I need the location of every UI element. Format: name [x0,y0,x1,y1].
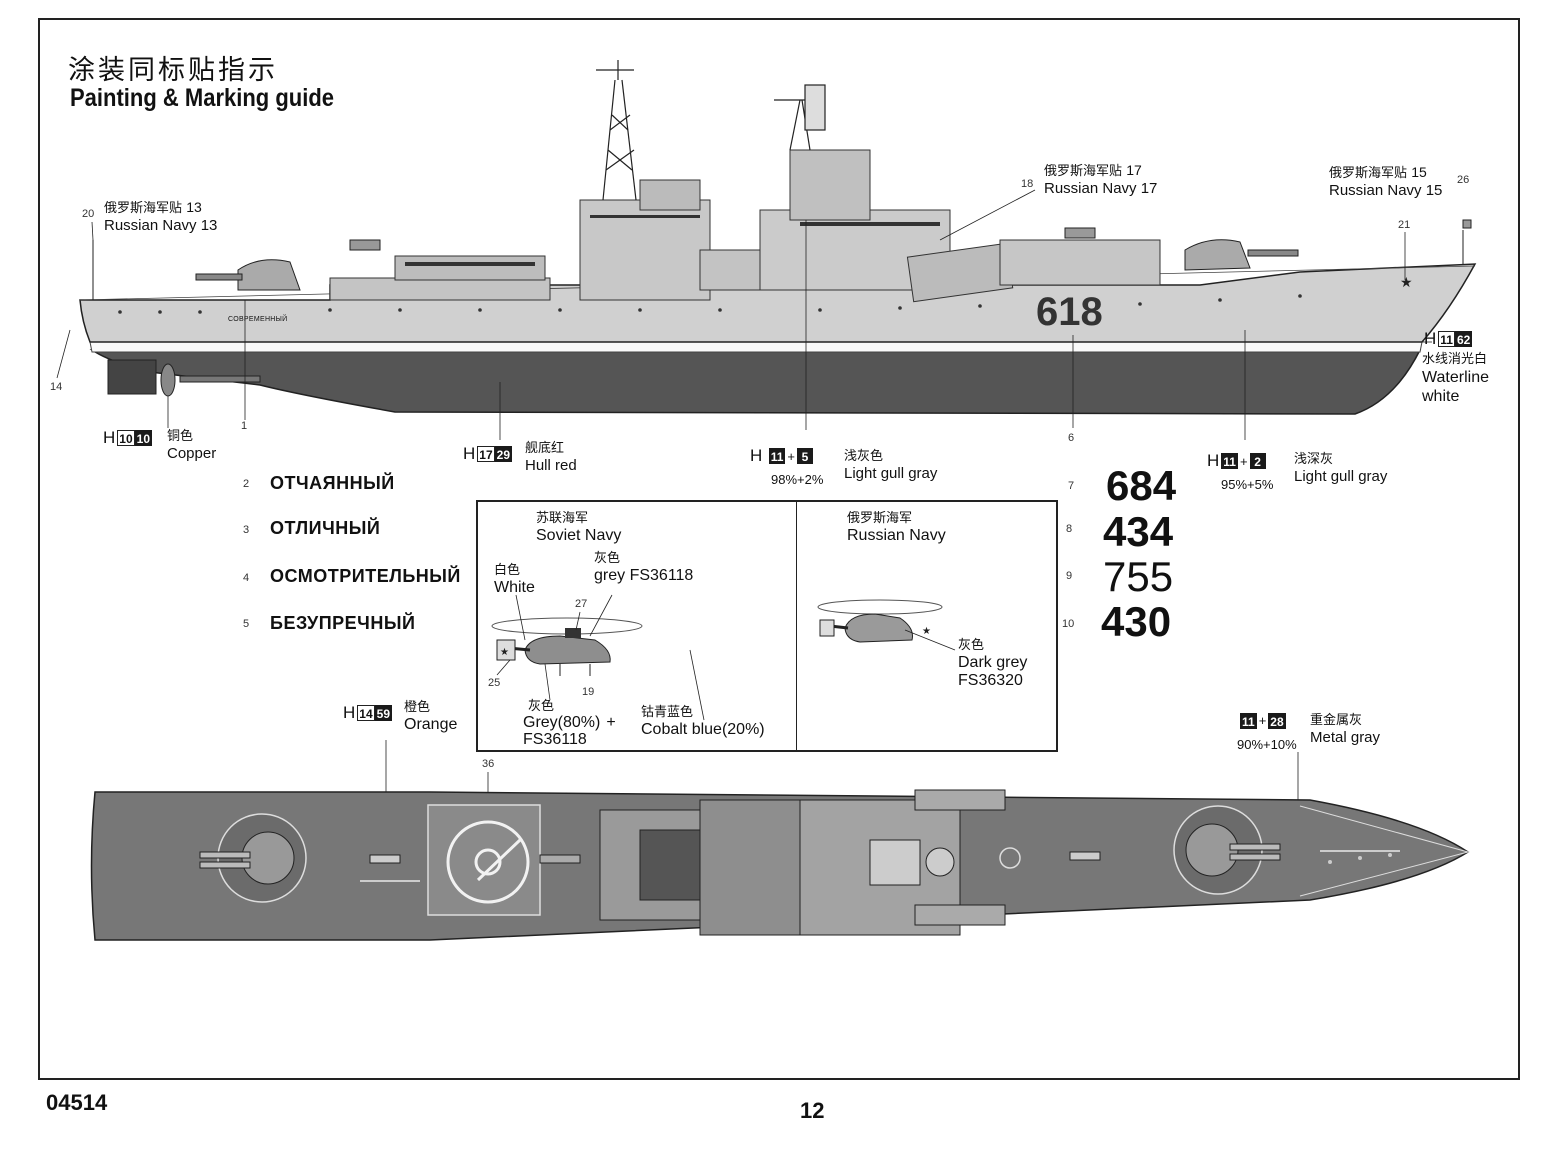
hull-number-callout: 8 [1066,523,1073,535]
hull-number-value: 434 [1103,508,1174,555]
svg-text:★: ★ [922,626,931,637]
title-chinese: 涂装同标贴指示 [68,55,278,85]
russian-helicopter: ★ [817,599,956,651]
grey-paint-label: 灰色 grey FS36118 [594,550,694,584]
paint-light-gull-2-name: 浅深灰 Light gull gray [1294,451,1388,485]
hull-number-callout: 10 [1062,618,1075,630]
paint-code-box: 62 [1454,331,1473,347]
paint-code-box: 14 [357,705,375,721]
callout-25: 25 [488,677,501,689]
ship-name: ОСМОТРИТЕЛЬНЫЙ [270,566,461,586]
callout-19: 19 [582,686,595,698]
hull-number-value: 755 [1103,553,1174,600]
paint-waterline-name: 水线消光白 Waterline white [1422,351,1489,405]
dark-grey-label: 灰色 Dark grey FS36320 [958,637,1028,689]
callout-21: 21 [1398,219,1411,231]
paint-hull-red-name: 舰底红 Hull red [525,440,577,474]
helicopter-inset-box [476,500,1058,752]
paint-metal-gray: 11+28 [1240,712,1286,729]
page-frame [38,18,1520,1080]
paint-code-box: 5 [797,448,814,464]
cobalt-blue-label: 钴青蓝色 Cobalt blue(20%) [641,704,765,738]
hull-number-callout: 9 [1066,570,1073,582]
russian-navy-label: 俄罗斯海军 Russian Navy [847,510,946,544]
white-paint-label: 白色 White [494,562,535,596]
hull-number-callout: 7 [1068,480,1075,492]
paint-metal-gray-ratio: 90%+10% [1237,737,1297,752]
title-english: Painting & Marking guide [70,84,335,112]
paint-orange-name: 橙色 Orange [404,699,458,733]
inset-divider [796,500,797,752]
side-profile-ship: ★ [79,60,1477,415]
paint-light-gull-1-ratio: 98%+2% [771,472,824,487]
soviet-navy-label: 苏联海军 Soviet Navy [536,510,622,544]
hull-number-value: 684 [1106,462,1177,509]
soviet-helicopter: ★ [491,594,705,721]
ship-name: ОТЧАЯННЫЙ [270,473,395,493]
paint-light-gull-1: H 11+5 [750,446,814,466]
paint-code-box: 28 [1268,712,1286,729]
hull-number-value: 430 [1101,598,1172,645]
svg-text:★: ★ [500,647,509,658]
svg-text:★: ★ [1400,274,1413,290]
paint-code-box: 11 [768,448,786,464]
ship-name: БЕЗУПРЕЧНЫЙ [270,613,416,633]
top-view-ship [90,789,1470,941]
paint-code-box: 2 [1249,453,1266,469]
paint-code-box: 10 [117,430,135,446]
paint-copper-name: 铜色 Copper [167,428,217,462]
callout-1: 1 [241,420,248,432]
ship-name-num: 5 [243,618,250,630]
ship-name: ОТЛИЧНЫЙ [270,518,381,538]
hull-name-text: СОВРЕМЕННЫЙ [228,316,288,323]
callout-26: 26 [1457,174,1470,186]
ship-name-num: 2 [243,478,250,490]
callout-20: 20 [82,208,95,220]
paint-code-box: 10 [134,430,152,446]
paint-light-gull-2-ratio: 95%+5% [1221,477,1274,492]
product-code: 04514 [46,1090,108,1115]
paint-code-box: 59 [374,705,392,721]
paint-metal-gray-name: 重金属灰 Metal gray [1310,712,1381,746]
callout-36: 36 [482,758,495,770]
ship-name-num: 4 [243,572,250,584]
paint-code-box: 17 [477,446,495,462]
decal-label-17: 俄罗斯海军贴 17 Russian Navy 17 [1044,162,1158,197]
paint-code-box: 11 [1240,712,1257,729]
paint-code-box: 29 [494,446,512,462]
paint-code-box: 11 [1438,331,1455,347]
ship-name-num: 3 [243,524,250,536]
grey-mix-label: 灰色 Grey(80%)+ FS36118 [523,698,616,748]
callout-14: 14 [50,381,63,393]
paint-code-box: 11 [1221,453,1238,469]
callout-6: 6 [1068,432,1075,444]
callout-18: 18 [1021,178,1034,190]
decal-label-15: 俄罗斯海军贴 15 Russian Navy 15 [1329,164,1443,199]
page-number: 12 [800,1098,825,1123]
callout-27: 27 [575,598,588,610]
paint-light-gull-1-name: 浅灰色 Light gull gray [844,448,938,482]
decal-label-13: 俄罗斯海军贴 13 Russian Navy 13 [104,199,218,234]
hull-number-618: 618 [1036,290,1103,334]
